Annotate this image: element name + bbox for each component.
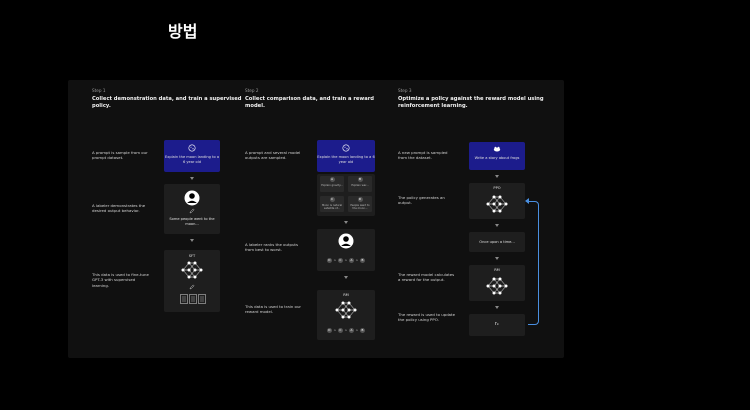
arrow-down-icon: [190, 177, 194, 180]
pencil-icon: [189, 284, 195, 290]
moon-icon: [188, 144, 196, 152]
step-1-label: Step 1: [92, 88, 106, 93]
step-2-prompt-text: Explain the moon landing to a 6 year old: [317, 155, 375, 164]
rank-3: A: [349, 328, 355, 333]
step-1-sft-card: SFT: [164, 250, 220, 312]
output-letter-a: A: [329, 177, 335, 182]
neural-network-icon: [485, 194, 509, 214]
document-stack-icon: [180, 294, 206, 304]
step-3-desc-3: The reward model calculates a reward for…: [398, 272, 455, 283]
arrow-left-icon: [525, 198, 529, 204]
rank-4: B: [360, 258, 366, 263]
output-letter-b: B: [357, 177, 363, 182]
step-2-column: Step 2 Collect comparison data, and trai…: [245, 80, 395, 358]
step-2-ranking-card: D > C > A > B: [317, 229, 375, 271]
step-2-label: Step 2: [245, 88, 259, 93]
sft-label: SFT: [188, 254, 196, 258]
rank-2: C: [337, 328, 343, 333]
ranking-row: D > C > A > B: [326, 258, 366, 263]
output-text-b: Explain war...: [351, 184, 369, 187]
step-1-prompt-card: Explain the moon landing to a 6 year old: [164, 140, 220, 172]
output-card-a: A Explain gravity...: [320, 176, 344, 192]
output-letter-d: D: [357, 197, 363, 202]
step-3-prompt-card: Write a story about frogs: [469, 142, 525, 170]
output-text-d: People went to the moon...: [350, 204, 370, 211]
step-3-heading: Optimize a policy against the reward mod…: [398, 96, 544, 109]
ppo-label: PPO: [493, 186, 501, 190]
step-3-desc-4: The reward is used to update the policy …: [398, 312, 455, 323]
frog-icon: [493, 146, 501, 152]
step-3-ppo-card: PPO: [469, 183, 525, 219]
step-3-prompt-text: Write a story about frogs: [474, 156, 520, 160]
reward-label: rₖ: [494, 321, 500, 327]
rank-1: D: [326, 328, 332, 333]
rank-3: A: [349, 258, 355, 263]
step-2-desc-3: This data is used to train our reward mo…: [245, 304, 302, 315]
labeler-avatar-icon: [184, 190, 200, 206]
rm-label: RM: [343, 293, 349, 297]
output-card-b: B Explain war...: [348, 176, 372, 192]
step-1-labeler-text: Some people went to the moon...: [169, 217, 215, 226]
arrow-down-icon: [495, 306, 499, 309]
step-3-column: Step 3 Optimize a policy against the rew…: [398, 80, 548, 358]
step-1-desc-3: This data is used to fine-tune GPT-3 wit…: [92, 272, 149, 288]
arrow-down-icon: [495, 224, 499, 227]
labeler-avatar-icon: [338, 233, 354, 249]
step-1-prompt-text: Explain the moon landing to a 6 year old: [164, 155, 220, 164]
step-1-desc-1: A prompt is sample from our prompt datas…: [92, 150, 148, 161]
step-2-desc-1: A prompt and several model outputs are s…: [245, 150, 301, 161]
step-2-desc-2: A labeler ranks the outputs from best to…: [245, 242, 298, 253]
step-3-desc-2: The policy generates an output.: [398, 195, 445, 206]
output-text-c: Moon is natural satellite of...: [321, 204, 343, 211]
rank-1: D: [326, 258, 332, 263]
step-3-desc-1: A new prompt is sampled from the dataset…: [398, 150, 448, 161]
pencil-icon: [189, 208, 195, 214]
step-3-rm-card: RM: [469, 265, 525, 301]
step-1-labeler-card: Some people went to the moon...: [164, 184, 220, 234]
arrow-down-icon: [344, 221, 348, 224]
output-letter-c: C: [329, 197, 335, 202]
step-3-rm-label: RM: [494, 268, 500, 272]
arrow-down-icon: [190, 239, 194, 242]
output-card-d: D People went to the moon...: [348, 196, 372, 212]
neural-network-icon: [180, 260, 204, 280]
step-1-heading: Collect demonstration data, and train a …: [92, 96, 242, 109]
step-1-desc-2: A labeler demonstrates the desired outpu…: [92, 203, 146, 214]
neural-network-icon: [485, 276, 509, 296]
rank-4: B: [360, 328, 366, 333]
step-2-heading: Collect comparison data, and train a rew…: [245, 96, 374, 109]
arrow-down-icon: [344, 276, 348, 279]
arrow-down-icon: [495, 175, 499, 178]
step-3-label: Step 3: [398, 88, 412, 93]
step-2-prompt-card: Explain the moon landing to a 6 year old: [317, 140, 375, 172]
step-3-output-card: Once upon a time...: [469, 232, 525, 252]
step-2-rm-card: RM D > C > A > B: [317, 290, 375, 340]
rm-ranking-row: D > C > A > B: [326, 328, 366, 333]
moon-icon: [342, 144, 350, 152]
output-card-c: C Moon is natural satellite of...: [320, 196, 344, 212]
step-3-output-text: Once upon a time...: [479, 240, 515, 244]
step-3-reward-card: rₖ: [469, 314, 525, 336]
method-diagram-panel: Step 1 Collect demonstration data, and t…: [68, 80, 564, 358]
page-title: 방법: [168, 22, 198, 41]
step-1-column: Step 1 Collect demonstration data, and t…: [92, 80, 242, 358]
step-2-outputs-card: A Explain gravity... B Explain war... C …: [317, 174, 375, 216]
rank-2: C: [337, 258, 343, 263]
arrow-down-icon: [495, 257, 499, 260]
neural-network-icon: [334, 300, 358, 320]
output-text-a: Explain gravity...: [321, 184, 343, 187]
feedback-loop-arrow: [528, 201, 539, 325]
